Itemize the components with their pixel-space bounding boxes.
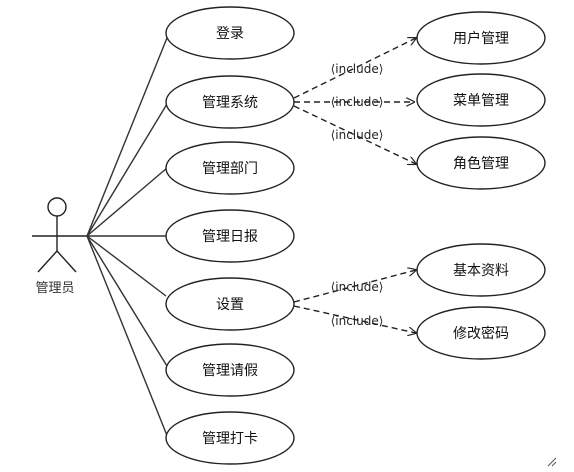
include-arrow-basic-info	[293, 270, 416, 303]
use-cases-primary: 登录 管理系统 管理部门 管理日报 设置 管理请假 管理打卡	[165, 6, 295, 465]
use-case-label: 菜单管理	[453, 93, 509, 109]
include-label: ⟨include⟩	[331, 280, 384, 294]
use-cases-included: 用户管理 菜单管理 角色管理 基本资料 修改密码	[416, 11, 546, 360]
association-manage-system	[86, 103, 168, 237]
use-case-role-management[interactable]: 角色管理	[416, 136, 546, 190]
use-case-manage-leave[interactable]: 管理请假	[165, 343, 295, 397]
use-case-label: 管理部门	[202, 161, 258, 177]
use-case-label: 管理请假	[202, 363, 258, 379]
use-case-label: 用户管理	[453, 30, 509, 47]
use-case-user-management[interactable]: 用户管理	[416, 11, 546, 65]
use-case-label: 设置	[216, 297, 244, 313]
association-lines	[86, 32, 170, 439]
include-label: ⟨include⟩	[331, 95, 384, 109]
association-manage-leave	[86, 235, 168, 367]
use-case-label: 角色管理	[453, 155, 509, 172]
include-label: ⟨include⟩	[331, 128, 384, 142]
use-case-label: 管理日报	[202, 229, 258, 245]
use-case-menu-management[interactable]: 菜单管理	[416, 73, 546, 127]
use-case-manage-daily-report[interactable]: 管理日报	[165, 209, 295, 263]
use-case-label: 管理系统	[202, 95, 258, 111]
association-manage-clock-in	[86, 235, 169, 439]
actor-label: 管理员	[35, 281, 74, 296]
association-login	[86, 32, 170, 237]
association-manage-department	[86, 167, 168, 237]
actor-admin[interactable]: 管理员	[32, 197, 87, 296]
use-case-login[interactable]: 登录	[165, 6, 295, 60]
association-settings	[86, 235, 167, 297]
actor-head	[47, 197, 67, 217]
use-case-basic-info[interactable]: 基本资料	[416, 243, 546, 297]
include-label: ⟨include⟩	[331, 314, 384, 328]
use-case-manage-clock-in[interactable]: 管理打卡	[165, 411, 295, 465]
use-case-label: 修改密码	[453, 325, 509, 342]
include-relations: ⟨include⟩ ⟨include⟩ ⟨include⟩ ⟨include⟩ …	[293, 38, 416, 333]
actor-right-leg	[56, 250, 77, 273]
use-case-label: 登录	[216, 26, 244, 42]
include-arrow-role-management	[293, 105, 416, 164]
use-case-change-password[interactable]: 修改密码	[416, 306, 546, 360]
include-arrow-user-management	[293, 38, 416, 99]
actor-left-leg	[37, 250, 58, 273]
resize-corner-mark	[547, 457, 557, 467]
use-case-settings[interactable]: 设置	[165, 277, 295, 331]
use-case-label: 管理打卡	[202, 430, 258, 447]
use-case-manage-department[interactable]: 管理部门	[165, 141, 295, 195]
include-label: ⟨include⟩	[331, 62, 384, 76]
use-case-label: 基本资料	[453, 262, 509, 279]
use-case-manage-system[interactable]: 管理系统	[165, 75, 295, 129]
include-arrow-change-password	[293, 305, 416, 333]
